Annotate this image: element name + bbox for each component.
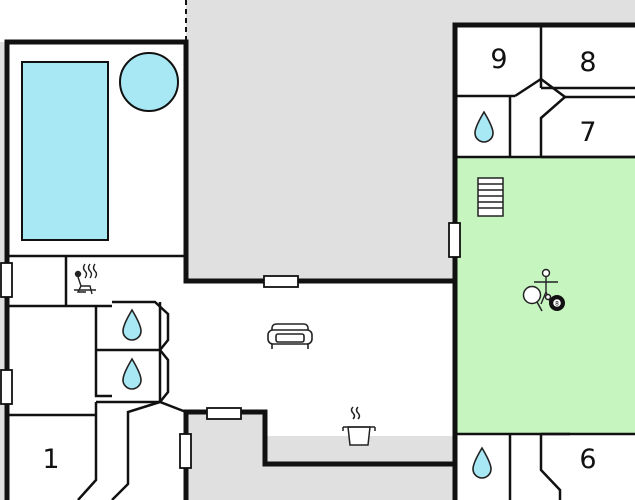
outside-area-top-left	[0, 0, 186, 42]
hot-tub	[119, 52, 179, 112]
room-number-7: 7	[579, 117, 596, 148]
bathroom-drops	[122, 110, 494, 479]
table-tennis-icon	[522, 285, 552, 312]
room-number-1: 1	[42, 444, 59, 475]
sauna-icon	[74, 263, 98, 295]
door-icon	[206, 407, 242, 420]
room-number-6: 6	[579, 444, 596, 475]
internal-walls	[7, 25, 635, 500]
water-drop-icon	[474, 110, 494, 143]
room-number-9: 9	[490, 44, 507, 75]
doors	[0, 222, 461, 469]
stairs-icon	[477, 177, 504, 217]
water-drop-icon	[122, 308, 142, 341]
room-number-8: 8	[579, 47, 596, 78]
cooking-pot-icon	[342, 406, 376, 446]
sofa-icon	[267, 323, 313, 349]
billiard-ball-icon: 8	[549, 295, 565, 311]
billiard-ball-number: 8	[555, 300, 559, 307]
door-icon	[0, 262, 13, 298]
door-icon	[0, 369, 13, 405]
water-drop-icon	[122, 357, 142, 390]
door-icon	[263, 275, 299, 288]
water-drop-icon	[472, 446, 492, 479]
swimming-pool	[21, 61, 109, 241]
door-icon	[179, 433, 192, 469]
door-icon	[448, 222, 461, 258]
